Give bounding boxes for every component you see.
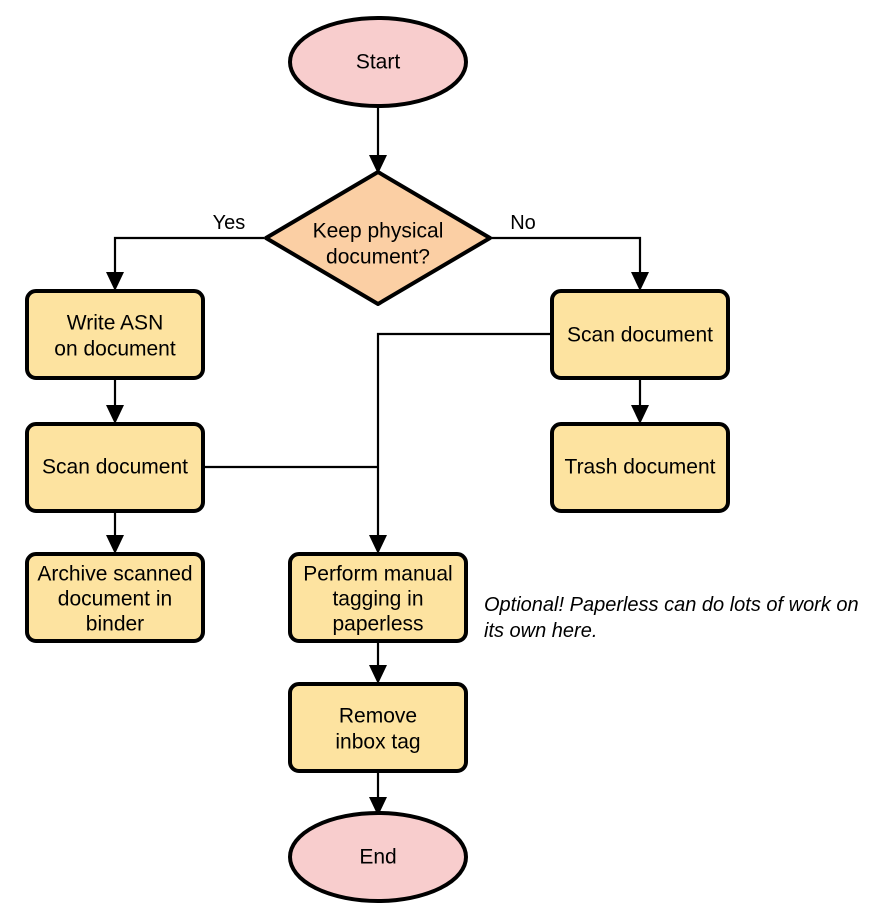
tagging-label-line1: Perform manual bbox=[303, 563, 452, 586]
edge-writeasn-to-scanleft bbox=[106, 378, 124, 424]
remove-inbox-label-line1: Remove bbox=[339, 705, 417, 728]
edge-decision-no bbox=[491, 236, 649, 291]
write-asn-label-line1: Write ASN bbox=[67, 312, 163, 335]
optional-note-line1: Optional! Paperless can do lots of work … bbox=[484, 594, 859, 616]
tagging-label-line3: paperless bbox=[332, 613, 423, 636]
annotation-optional-note: Optional! Paperless can do lots of work … bbox=[484, 594, 859, 642]
node-end[interactable]: End bbox=[288, 811, 468, 903]
edge-merge-arrow-to-tagging bbox=[369, 535, 387, 554]
decision-diamond-shape bbox=[264, 170, 492, 306]
scan-document-right-box-shape bbox=[550, 289, 730, 380]
node-archive-scanned-document[interactable]: Archive scanned document in binder bbox=[25, 552, 205, 643]
node-remove-inbox-tag[interactable]: Remove inbox tag bbox=[288, 682, 468, 773]
edge-scanright-to-tagging bbox=[376, 332, 552, 546]
start-ellipse-shape bbox=[288, 16, 468, 108]
end-label: End bbox=[359, 846, 396, 869]
node-start[interactable]: Start bbox=[288, 16, 468, 108]
tagging-box-shape bbox=[288, 552, 468, 643]
start-label: Start bbox=[356, 51, 401, 74]
scan-document-left-box-shape bbox=[25, 422, 205, 513]
remove-inbox-label-line2: inbox tag bbox=[335, 731, 420, 754]
optional-note-line2: its own here. bbox=[484, 620, 597, 642]
archive-box-shape bbox=[25, 552, 205, 643]
edge-label-yes: Yes bbox=[213, 212, 246, 234]
edge-removeinbox-to-end bbox=[369, 770, 387, 816]
edge-scanright-to-trash bbox=[631, 378, 649, 424]
decision-label-line1: Keep physical bbox=[313, 220, 444, 243]
archive-label-line1: Archive scanned bbox=[37, 563, 192, 586]
end-ellipse-shape bbox=[288, 811, 468, 903]
tagging-label-line2: tagging in bbox=[332, 588, 423, 611]
node-trash-document[interactable]: Trash document bbox=[550, 422, 730, 513]
node-write-asn-on-document[interactable]: Write ASN on document bbox=[25, 289, 205, 380]
edge-tagging-to-removeinbox bbox=[369, 641, 387, 684]
edge-label-no: No bbox=[510, 212, 536, 234]
trash-document-box-shape bbox=[550, 422, 730, 513]
remove-inbox-box-shape bbox=[288, 682, 468, 773]
edge-decision-yes bbox=[106, 236, 264, 291]
node-scan-document-left[interactable]: Scan document bbox=[25, 422, 205, 513]
node-decision-keep-physical-document[interactable]: Keep physical document? bbox=[264, 170, 492, 306]
write-asn-box-shape bbox=[25, 289, 205, 380]
node-perform-manual-tagging[interactable]: Perform manual tagging in paperless bbox=[288, 552, 468, 643]
scan-document-right-label: Scan document bbox=[567, 324, 713, 347]
archive-label-line2: document in bbox=[58, 588, 172, 611]
write-asn-label-line2: on document bbox=[54, 338, 176, 361]
trash-document-label: Trash document bbox=[565, 456, 716, 479]
decision-label-line2: document? bbox=[326, 246, 430, 269]
edge-scanleft-to-archive bbox=[106, 510, 124, 554]
archive-label-line3: binder bbox=[86, 613, 144, 636]
node-scan-document-right[interactable]: Scan document bbox=[550, 289, 730, 380]
edge-start-to-decision bbox=[369, 106, 387, 174]
scan-document-left-label: Scan document bbox=[42, 456, 188, 479]
